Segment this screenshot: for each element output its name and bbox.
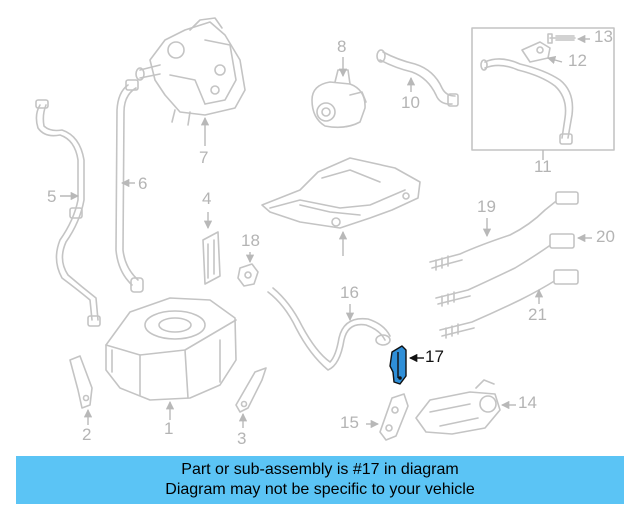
- part-4-bracket: [202, 231, 221, 285]
- banner-line-2: Diagram may not be specific to your vehi…: [165, 481, 475, 498]
- callout-8: 8: [337, 37, 346, 56]
- callout-12: 12: [568, 51, 587, 70]
- part-18-clip: [237, 263, 259, 287]
- callout-3: 3: [237, 429, 246, 448]
- part-20-sensor: [435, 233, 575, 307]
- info-banner: Part or sub-assembly is #17 in diagram D…: [16, 456, 624, 504]
- callout-13: 13: [594, 27, 613, 46]
- callout-10: 10: [401, 93, 420, 112]
- callout-21: 21: [528, 305, 547, 324]
- part-9-bracket: [261, 157, 421, 229]
- parts-diagram: 7 5 6 8 10: [35, 17, 615, 448]
- callout-18: 18: [241, 231, 260, 250]
- callout-4: 4: [202, 189, 211, 208]
- callout-19: 19: [477, 197, 496, 216]
- banner-line-1: Part or sub-assembly is #17 in diagram: [181, 461, 459, 478]
- part-5-hose: [35, 99, 101, 327]
- callout-15: 15: [340, 413, 359, 432]
- part-19-sensor: [429, 191, 579, 271]
- part-13-bolt: [547, 33, 576, 44]
- part-21-sensor: [439, 269, 579, 339]
- part-8-pump: [311, 69, 367, 129]
- part-12-clip: [521, 41, 551, 63]
- callout-5: 5: [47, 187, 56, 206]
- part-7-valve-assembly: [135, 17, 246, 126]
- part-16-tube: [267, 287, 391, 371]
- callout-17: 17: [425, 347, 444, 366]
- callout-6: 6: [138, 174, 147, 193]
- part-14-valve: [415, 379, 501, 435]
- part-15-bracket: [379, 393, 409, 441]
- part-17-bracket-highlighted: [389, 345, 407, 385]
- callout-1: 1: [164, 419, 173, 438]
- callout-2: 2: [82, 425, 91, 444]
- part-2-bracket: [69, 355, 93, 409]
- callout-14: 14: [518, 393, 537, 412]
- part-10-hose: [376, 49, 459, 107]
- callout-16: 16: [340, 283, 359, 302]
- callout-7: 7: [199, 148, 208, 167]
- part-3-bracket: [235, 367, 267, 413]
- part-1-canister: [105, 297, 237, 401]
- callout-20: 20: [596, 227, 615, 246]
- callout-11: 11: [534, 157, 552, 176]
